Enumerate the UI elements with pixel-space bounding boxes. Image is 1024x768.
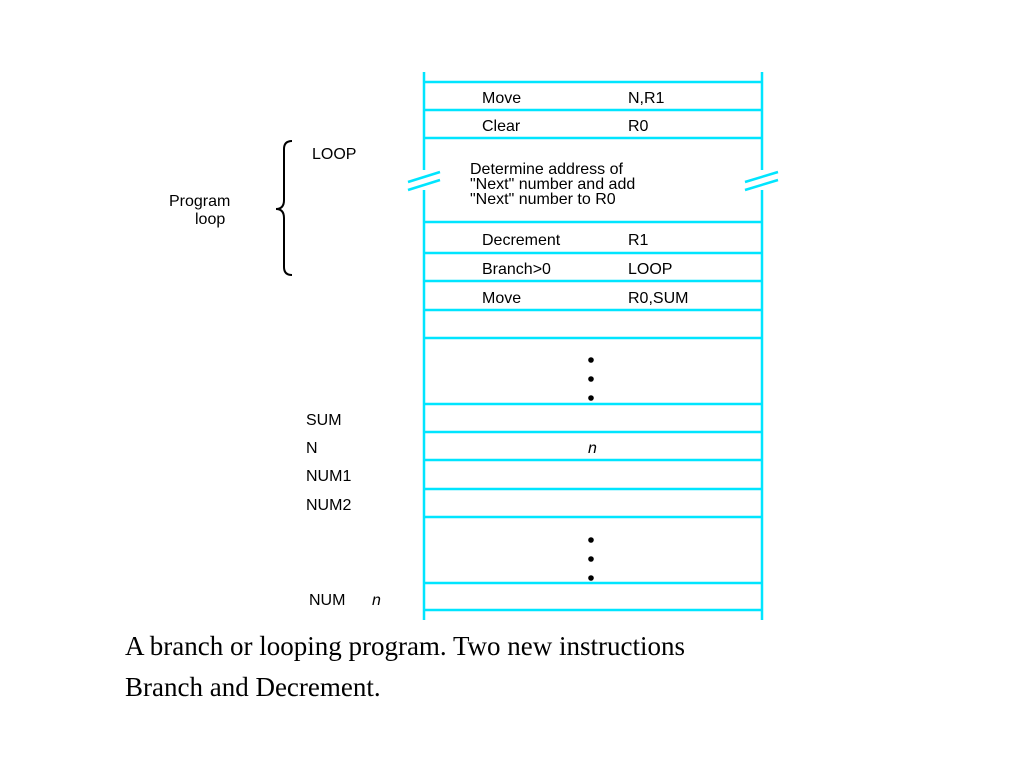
ellipsis-dot	[588, 575, 594, 581]
ellipsis-dot	[588, 556, 594, 562]
program-loop-label-line2: loop	[195, 211, 225, 228]
memory-column-borders	[422, 72, 764, 620]
ellipsis-dot	[588, 395, 594, 401]
break-mark-left-2	[407, 178, 441, 192]
ellipsis-dot	[588, 537, 594, 543]
program-loop-label-line1: Program	[169, 193, 230, 210]
num2-label: NUM2	[306, 497, 351, 514]
num1-label: NUM1	[306, 468, 351, 485]
caption-line-1: A branch or looping program. Two new ins…	[125, 631, 686, 661]
memory-word-boundaries	[424, 80, 762, 612]
n-value: n	[588, 440, 597, 457]
instr-move2-op: Move	[482, 290, 521, 307]
numn-label-prefix: NUM	[309, 592, 345, 609]
instr-decrement-arg: R1	[628, 232, 649, 249]
break-marks	[407, 170, 779, 192]
instr-determine-line2: "Next" number and add	[470, 176, 635, 193]
numn-label-suffix: n	[372, 592, 381, 609]
instr-move2-arg: R0,SUM	[628, 290, 688, 307]
figure-caption: A branch or looping program. Two new ins…	[125, 626, 985, 708]
break-mark-right-1	[744, 170, 779, 184]
instr-move1-arg: N,R1	[628, 90, 665, 107]
sum-label: SUM	[306, 412, 342, 429]
instr-branch-op: Branch>0	[482, 261, 551, 278]
program-loop-brace	[275, 140, 293, 276]
break-mark-right-2	[744, 178, 779, 192]
loop-label: LOOP	[312, 146, 356, 163]
instr-branch-arg: LOOP	[628, 261, 672, 278]
instr-determine-line3: "Next" number to R0	[470, 191, 616, 208]
ellipsis-dot	[588, 376, 594, 382]
instr-determine-line1: Determine address of	[470, 161, 624, 178]
break-mark-left-1	[407, 170, 441, 184]
instr-decrement-op: Decrement	[482, 232, 561, 249]
caption-line-2: Branch and Decrement.	[125, 672, 381, 702]
ellipsis-dots-upper	[588, 357, 594, 401]
ellipsis-dots-lower	[588, 537, 594, 581]
ellipsis-dot	[588, 357, 594, 363]
n-label: N	[306, 440, 318, 457]
instr-clear-arg: R0	[628, 118, 649, 135]
instr-clear-op: Clear	[482, 118, 521, 135]
instr-move1-op: Move	[482, 90, 521, 107]
